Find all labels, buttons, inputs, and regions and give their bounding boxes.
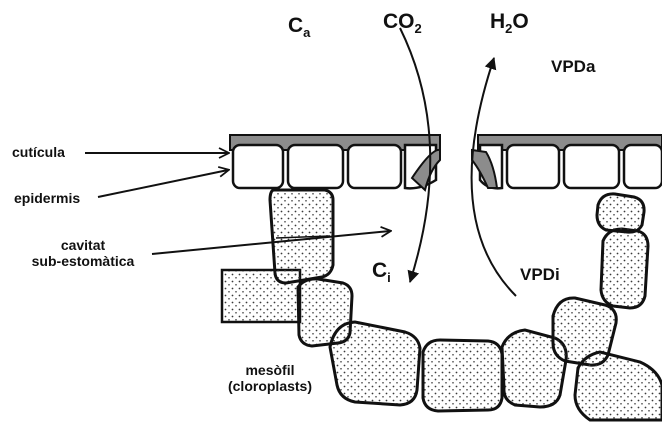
- epidermis-right: [480, 145, 662, 188]
- ca-label: Ca: [288, 14, 310, 38]
- epidermis-left: [233, 145, 436, 188]
- h2o-label: H2O: [490, 10, 529, 34]
- cavitat-label-line2: sub-estomàtica: [18, 253, 148, 269]
- cavitat-label: cavitat sub-estomàtica: [18, 237, 148, 269]
- cuticula-label: cutícula: [12, 144, 65, 160]
- ci-label: Ci: [372, 259, 391, 283]
- mesofil-label-line2: (cloroplasts): [214, 378, 326, 394]
- epidermis-pointer: [98, 170, 228, 197]
- mesophyll-cells: [270, 190, 662, 420]
- co2-label: CO2: [383, 10, 422, 34]
- mesofil-label-line1: mesòfil: [214, 362, 326, 378]
- vpdi-label: VPDi: [520, 265, 560, 285]
- epidermis-label: epidermis: [14, 190, 80, 206]
- mesofil-label: mesòfil (cloroplasts): [214, 362, 326, 394]
- cavitat-label-line1: cavitat: [18, 237, 148, 253]
- vpda-label: VPDa: [551, 57, 595, 77]
